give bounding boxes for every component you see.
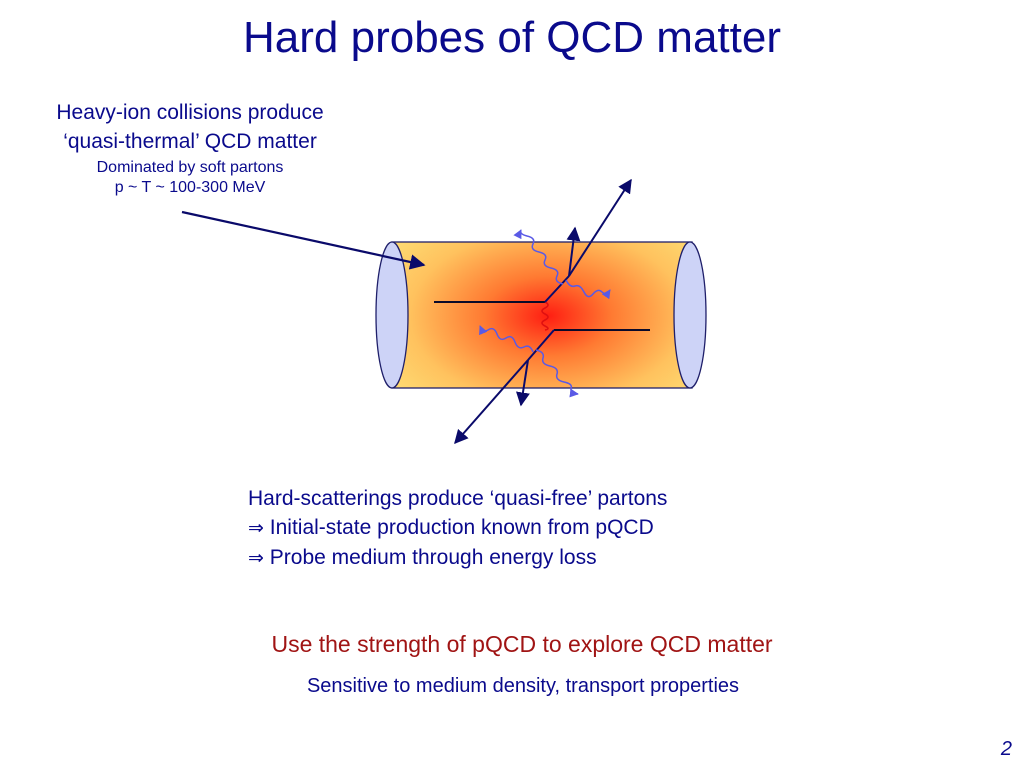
hard-scattering-text-block: Hard-scatterings produce ‘quasi-free’ pa… <box>248 484 848 573</box>
slide-title: Hard probes of QCD matter <box>243 13 781 62</box>
intro-line-4: p ~ T ~ 100-300 MeV <box>114 179 266 196</box>
implies-arrow-icon: ⇒ <box>248 547 264 569</box>
lower-jet-arrow-2 <box>516 359 530 407</box>
page-number: 2 <box>1000 738 1012 760</box>
intro-text-block: Heavy-ion collisions produce ‘quasi-ther… <box>14 98 366 198</box>
conclusion-main: Use the strength of pQCD to explore QCD … <box>271 631 773 657</box>
upper-jet-arrow-2 <box>566 226 581 277</box>
hard-scattering-line-3: ⇒ Probe medium through energy loss <box>248 543 848 573</box>
radiated-gluon-upper-left <box>513 229 564 285</box>
upper-jet-arrow-1 <box>568 178 632 277</box>
right-end-cap <box>673 241 707 389</box>
radiated-gluon-lower-right <box>535 349 579 398</box>
conclusion-sub: Sensitive to medium density, transport p… <box>306 675 740 697</box>
intro-line-1: Heavy-ion collisions produce <box>56 101 324 124</box>
lower-jet-line <box>527 329 555 361</box>
medium-cylinder <box>391 241 693 389</box>
intro-line-3: Dominated by soft partons <box>96 159 284 176</box>
pointer-arrow <box>181 210 426 270</box>
hard-scattering-line-3-text: Probe medium through energy loss <box>269 546 597 569</box>
hard-scattering-line-2: ⇒ Initial-state production known from pQ… <box>248 513 848 543</box>
upper-jet-line <box>544 275 570 303</box>
hard-scattering-line-1: Hard-scatterings produce ‘quasi-free’ pa… <box>248 487 668 510</box>
left-end-cap <box>375 241 409 389</box>
hard-scattering-line-2-text: Initial-state production known from pQCD <box>269 516 654 539</box>
intro-line-2: ‘quasi-thermal’ QCD matter <box>63 130 317 153</box>
radiated-gluon-upper-right <box>565 279 611 300</box>
implies-arrow-icon: ⇒ <box>248 517 264 539</box>
radiated-gluon-lower-left <box>479 325 534 353</box>
exchange-gluon <box>541 301 549 331</box>
lower-jet-arrow-1 <box>454 359 529 445</box>
